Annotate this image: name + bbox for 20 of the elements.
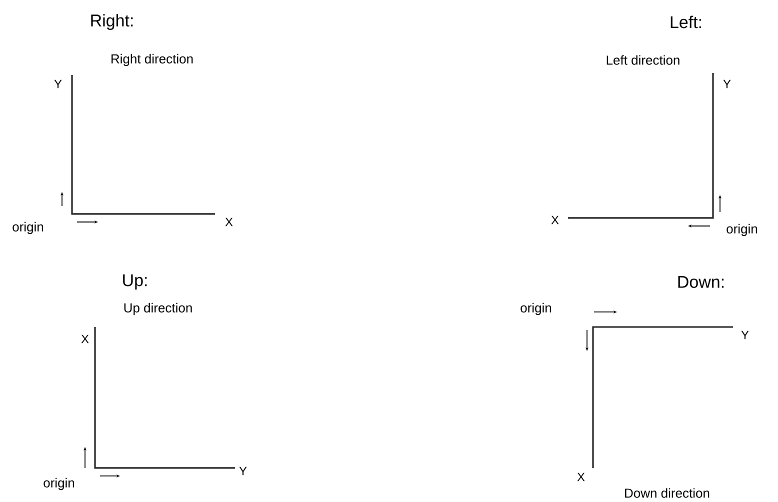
axis-label: Y [741, 330, 749, 340]
direction-label: Left direction [606, 55, 680, 65]
axis-label: X [551, 216, 559, 224]
origin-label: origin [12, 222, 44, 234]
origin-label: origin [520, 302, 552, 316]
axis-label: X [81, 334, 89, 344]
direction-label: Up direction [124, 302, 192, 316]
axis-label: Y [239, 466, 247, 476]
panel-heading: Down: [678, 276, 724, 288]
axis-label: X [225, 218, 233, 226]
direction-label: Right direction [112, 54, 193, 66]
origin-label: origin [44, 478, 74, 490]
direction-label: Down direction [625, 488, 710, 498]
panel-heading: Up: [123, 274, 147, 290]
axis-label: X [577, 472, 585, 482]
origin-label: origin [726, 224, 758, 236]
panel-heading: Right: [91, 14, 133, 30]
axis-label: Y [723, 80, 731, 88]
axis-label: Y [54, 80, 62, 88]
panel-heading: Left: [670, 16, 701, 28]
